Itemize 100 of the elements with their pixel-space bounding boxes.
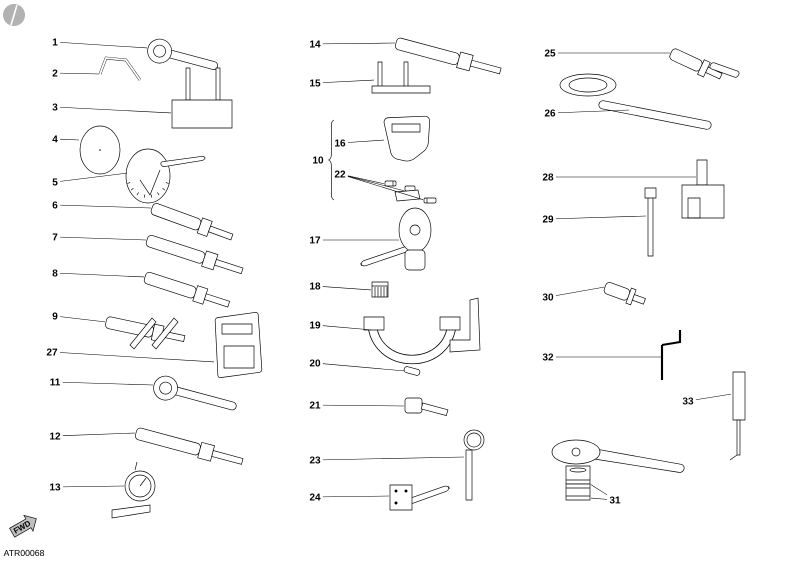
leader-line	[60, 204, 152, 208]
callout-number: 11	[50, 378, 60, 386]
callout-number: 25	[544, 49, 556, 57]
leader-line	[322, 286, 372, 290]
callout-number: 4	[52, 136, 58, 142]
leader-line	[60, 272, 144, 278]
leader-line	[696, 394, 732, 400]
leader-line	[590, 498, 608, 500]
leader-line	[322, 456, 464, 460]
tool-drawing	[566, 484, 590, 500]
tool-drawing	[150, 203, 234, 240]
tool-drawing	[384, 116, 430, 162]
leader-line	[62, 486, 124, 488]
leader-line	[60, 236, 146, 240]
callout-number: 13	[50, 483, 60, 491]
tool-drawing	[404, 366, 420, 376]
tool-drawing	[112, 462, 156, 518]
leader-line	[322, 404, 404, 406]
leader-line	[348, 140, 384, 143]
callout-number: 32	[542, 353, 554, 361]
tool-drawing	[98, 56, 142, 81]
leader-line	[348, 176, 424, 200]
leader-line	[60, 107, 172, 114]
tool-drawing	[660, 330, 682, 380]
leader-line	[322, 42, 396, 44]
leader-line	[348, 175, 384, 184]
callout-number: 8	[52, 269, 58, 277]
tool-drawing	[105, 316, 186, 350]
callout-number: 17	[310, 236, 320, 244]
drawing-code: ATR00068	[4, 550, 44, 556]
tool-drawing	[424, 198, 436, 204]
leader-line	[322, 496, 390, 498]
tool-drawing	[730, 372, 746, 460]
callout-number: 5	[52, 178, 58, 186]
tool-drawing	[560, 74, 712, 130]
tool-drawing	[147, 38, 218, 70]
tool-drawing	[153, 376, 237, 410]
leader-line	[322, 363, 404, 372]
tool-drawing	[604, 282, 646, 306]
callout-number: 26	[544, 109, 556, 117]
leader-line	[322, 80, 374, 83]
tool-drawing	[364, 298, 480, 364]
tool-drawing	[644, 188, 656, 256]
leader-line	[60, 42, 148, 48]
leader-line	[348, 176, 404, 191]
leader-line	[556, 356, 662, 358]
leader-line	[556, 286, 604, 296]
callout-number: 24	[310, 494, 320, 500]
callout-number: 30	[542, 293, 554, 301]
callout-number: 21	[310, 402, 320, 408]
tool-drawing	[394, 186, 420, 202]
callout-number: 1	[52, 38, 58, 46]
leader-line	[322, 325, 372, 330]
leader-line	[590, 484, 608, 496]
leader-line	[558, 110, 630, 113]
tool-drawing	[146, 235, 244, 274]
callout-number: 19	[310, 321, 320, 329]
callout-number: 16	[335, 139, 346, 147]
tool-drawing	[126, 148, 206, 204]
tool-drawing	[360, 208, 432, 270]
leader-line	[60, 172, 128, 182]
leader-line	[62, 432, 136, 436]
callout-number: 3	[52, 103, 58, 111]
tool-drawing	[395, 38, 502, 74]
tool-drawing	[682, 160, 724, 218]
callout-number: 10	[313, 156, 324, 164]
leader-line	[60, 72, 100, 74]
callout-number: 33	[682, 397, 694, 405]
tool-drawing	[80, 126, 120, 174]
tool-drawing	[214, 312, 262, 378]
callout-number: 7	[52, 234, 58, 240]
tool-drawing	[669, 48, 740, 80]
tool-drawing	[566, 466, 590, 484]
callout-number: 29	[542, 215, 554, 223]
leader-line	[558, 52, 670, 54]
callout-number: 18	[310, 282, 320, 290]
tool-drawing	[464, 430, 484, 500]
callout-number: 20	[310, 359, 320, 367]
tool-drawing	[404, 398, 448, 416]
leader-line	[62, 382, 154, 386]
callout-number: 2	[52, 70, 58, 76]
tool-drawing	[372, 282, 388, 298]
callout-number: 14	[310, 40, 320, 48]
tool-drawing	[372, 62, 430, 94]
callout-number: 9	[52, 312, 58, 320]
callout-number: 28	[542, 173, 554, 181]
tool-drawing	[384, 180, 396, 186]
tool-drawing	[390, 484, 450, 510]
callout-number: 23	[310, 456, 320, 464]
callout-number: 22	[334, 170, 346, 178]
callout-number: 6	[52, 201, 58, 209]
leader-line	[60, 316, 106, 322]
tool-drawing	[135, 428, 244, 465]
leader-line	[556, 216, 646, 220]
leader-line	[60, 138, 80, 140]
leader-line	[556, 176, 696, 178]
leader-line	[60, 352, 214, 362]
tool-drawing	[172, 68, 232, 128]
callout-number: 31	[610, 496, 620, 504]
callout-number: 27	[46, 348, 58, 356]
